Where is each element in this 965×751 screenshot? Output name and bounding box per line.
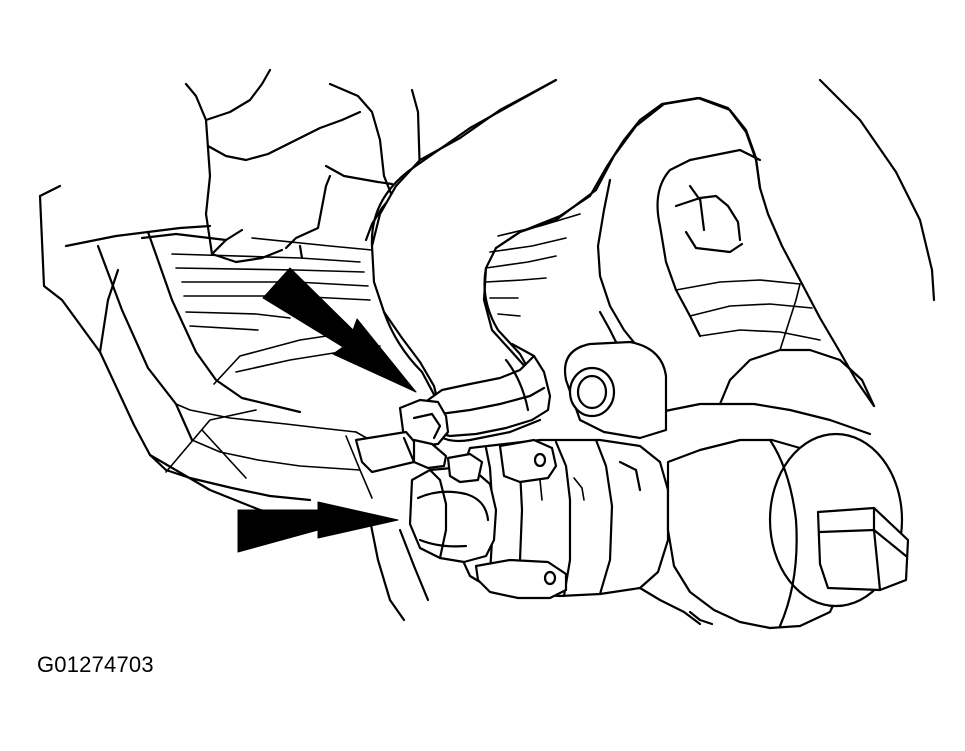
lower-body-outline [368, 518, 714, 626]
lower-arrow-icon [237, 501, 399, 553]
upper-arrow-icon [262, 267, 417, 393]
upper-hose-clamp [354, 342, 552, 474]
mounting-tab [563, 340, 668, 440]
figure-id-label: G01274703 [37, 652, 154, 677]
upper-coolant-hose [370, 78, 762, 404]
sensor-cap [666, 432, 910, 630]
right-hose [596, 96, 876, 408]
lower-hose-clamp [408, 438, 568, 600]
